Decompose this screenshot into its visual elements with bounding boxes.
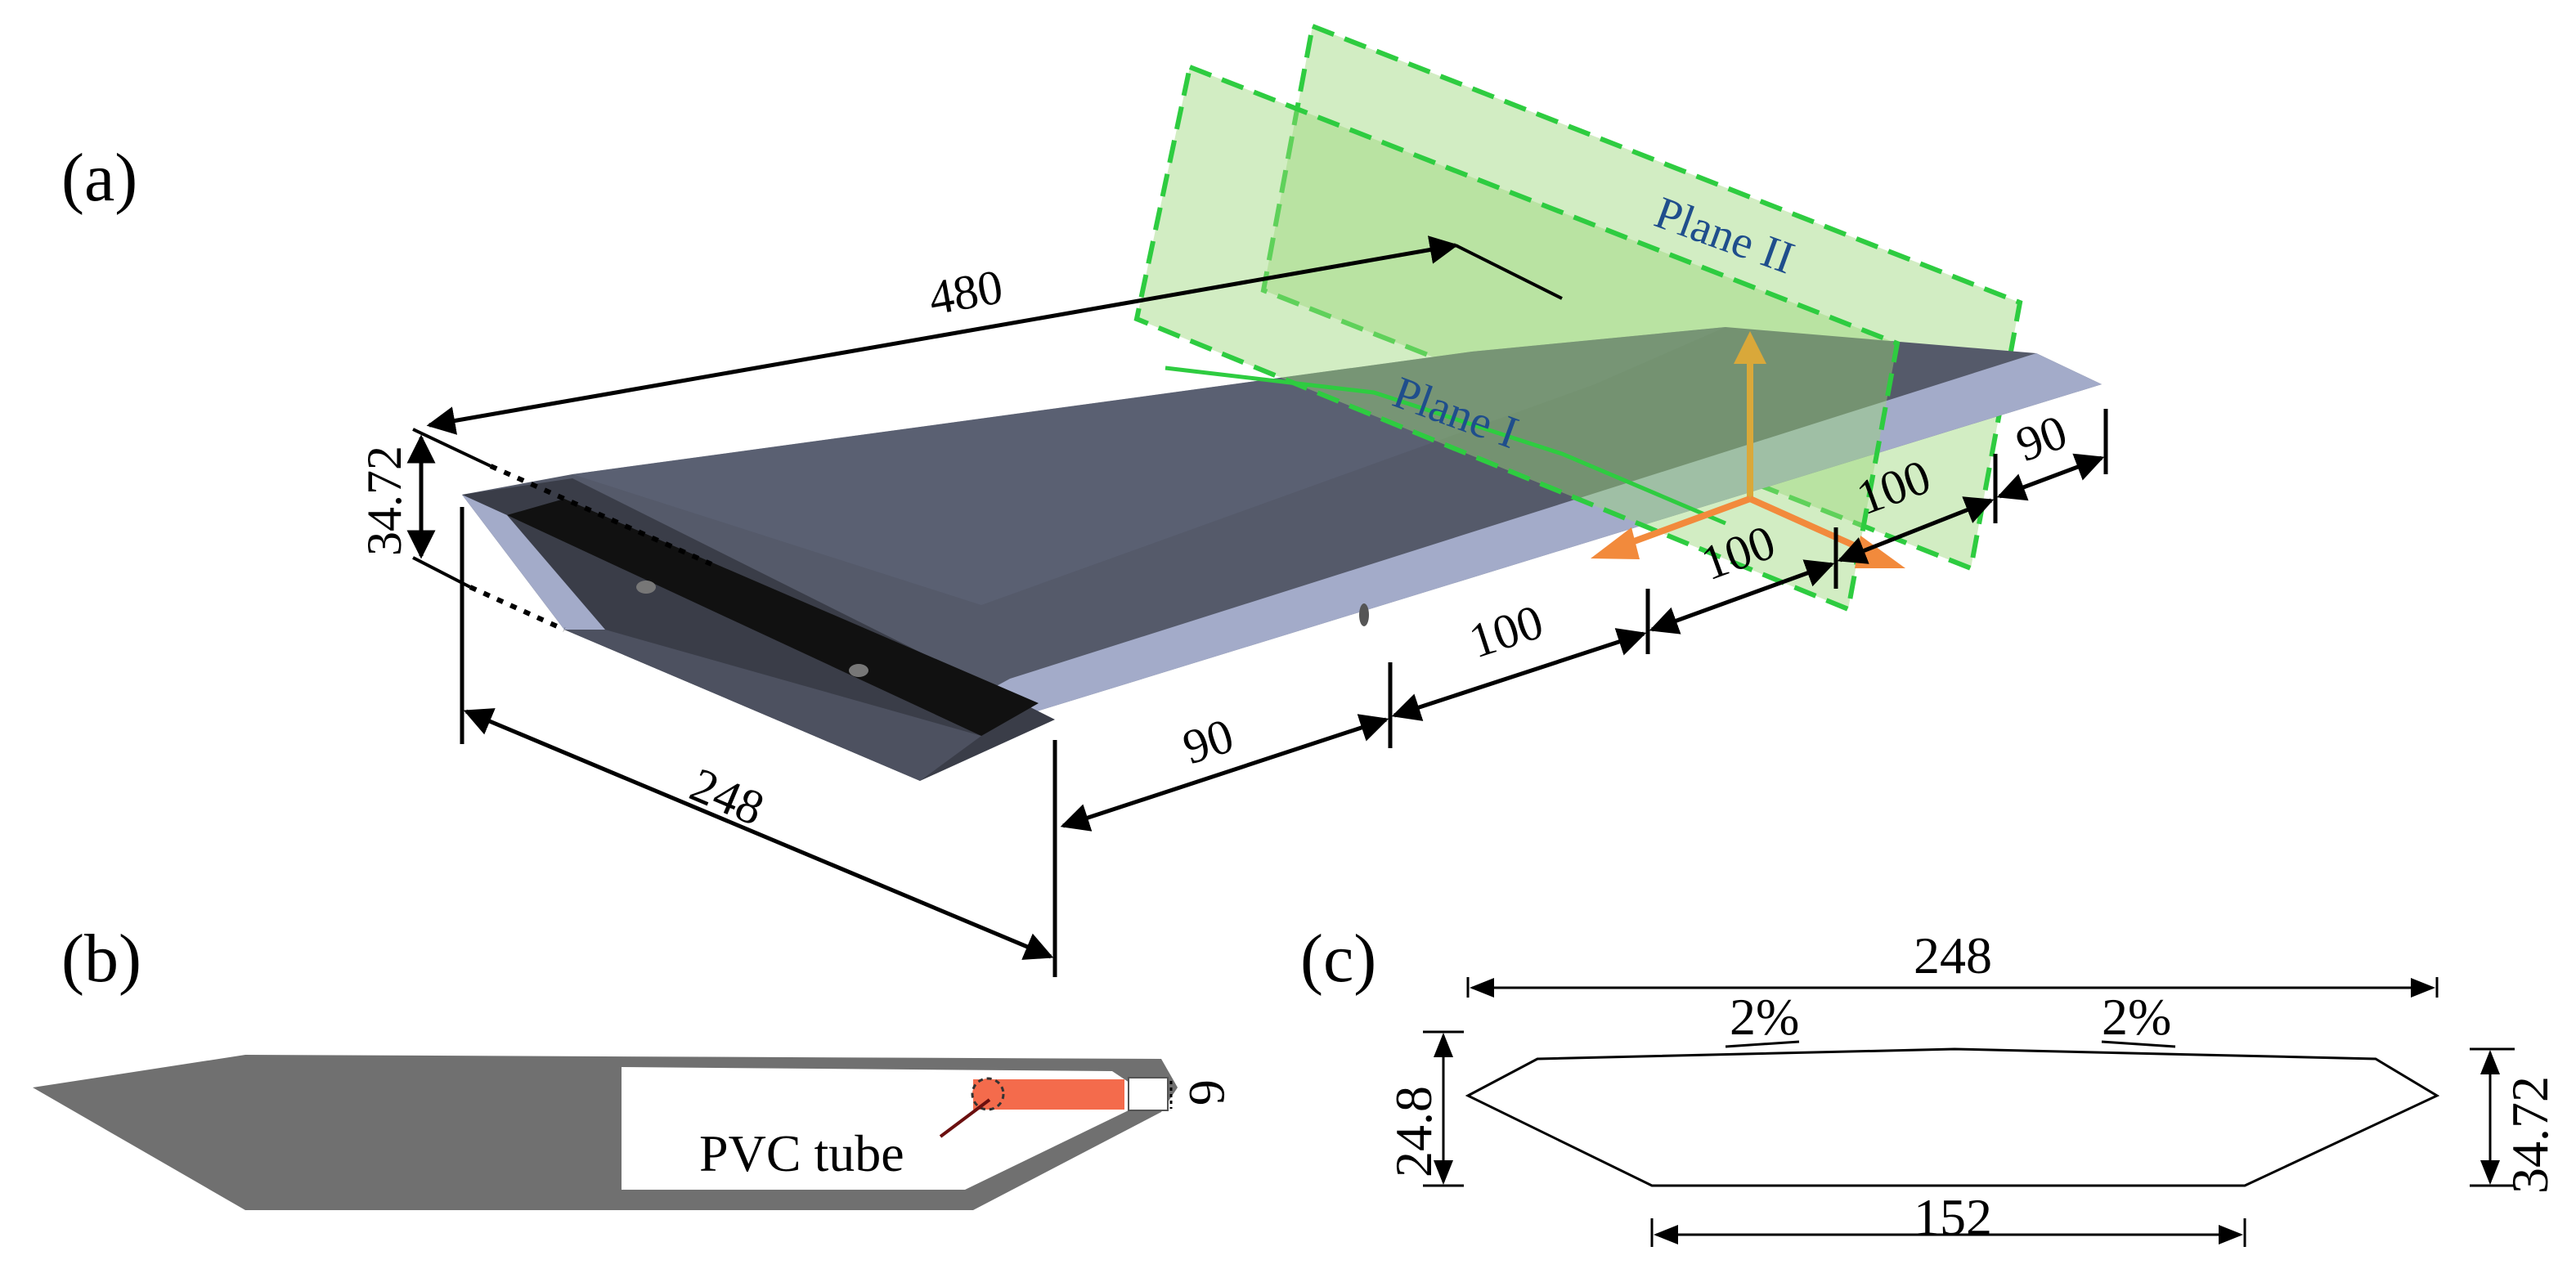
tube-leader	[939, 1098, 991, 1138]
dim-c-total-height: 34.72	[2470, 1047, 2559, 1194]
panel-a-label: (a)	[61, 140, 137, 216]
tube-dim-label: 6	[1178, 1079, 1236, 1105]
panel-b: (b) PVC tube 6	[33, 921, 1236, 1210]
dim-c-edge-height: 24.8	[1384, 1030, 1464, 1187]
pvc-tube-label: PVC tube	[699, 1124, 904, 1182]
deck-top-surface	[462, 327, 2102, 728]
deck-hole-1	[636, 581, 656, 594]
dim-segment-5-label: 90	[2009, 405, 2074, 473]
dim-c-slope-right-label: 2%	[2102, 988, 2171, 1046]
dim-c-total-height-label: 34.72	[2501, 1076, 2559, 1194]
dim-segment-1-label: 90	[1177, 708, 1240, 774]
deck-model	[462, 22, 2102, 781]
panel-c: (c) 248 2% 2% 24.8 34.72	[1300, 921, 2559, 1247]
section-b	[33, 1055, 1178, 1210]
deck-slot	[1359, 603, 1369, 626]
dim-length-label: 480	[925, 259, 1007, 325]
dim-c-slope-left-label: 2%	[1730, 988, 1799, 1046]
plane-i	[1133, 63, 1901, 613]
dim-c-top-label: 248	[1914, 926, 1992, 984]
axis-left-arrow	[1591, 527, 1640, 559]
panel-a: (a)	[61, 22, 2108, 977]
dim-height-label: 34.72	[357, 446, 411, 556]
panel-c-label: (c)	[1300, 921, 1376, 997]
deck-end-bevel-left	[462, 495, 605, 630]
dim-width-label: 248	[683, 757, 772, 836]
dim-length: 480	[426, 235, 1563, 435]
dim-c-bottom: 152	[1650, 1188, 2246, 1247]
dim-c-edge-height-label: 24.8	[1384, 1086, 1443, 1177]
panel-b-label: (b)	[61, 921, 141, 997]
dim-c-slopes: 2% 2%	[1725, 988, 2176, 1048]
deck-hole-2	[849, 664, 868, 677]
deck-end-cavity	[507, 499, 1039, 736]
deck-side-strip	[920, 353, 2102, 728]
dim-c-bottom-label: 152	[1914, 1188, 1992, 1246]
tube-end-gap	[1128, 1077, 1169, 1111]
axis-vertical-arrow	[1734, 331, 1766, 364]
dim-segment-2-label: 100	[1463, 594, 1550, 669]
dim-c-top: 248	[1466, 926, 2439, 998]
section-c-outline	[1465, 1047, 2440, 1187]
pvc-tube-end	[971, 1077, 1005, 1111]
